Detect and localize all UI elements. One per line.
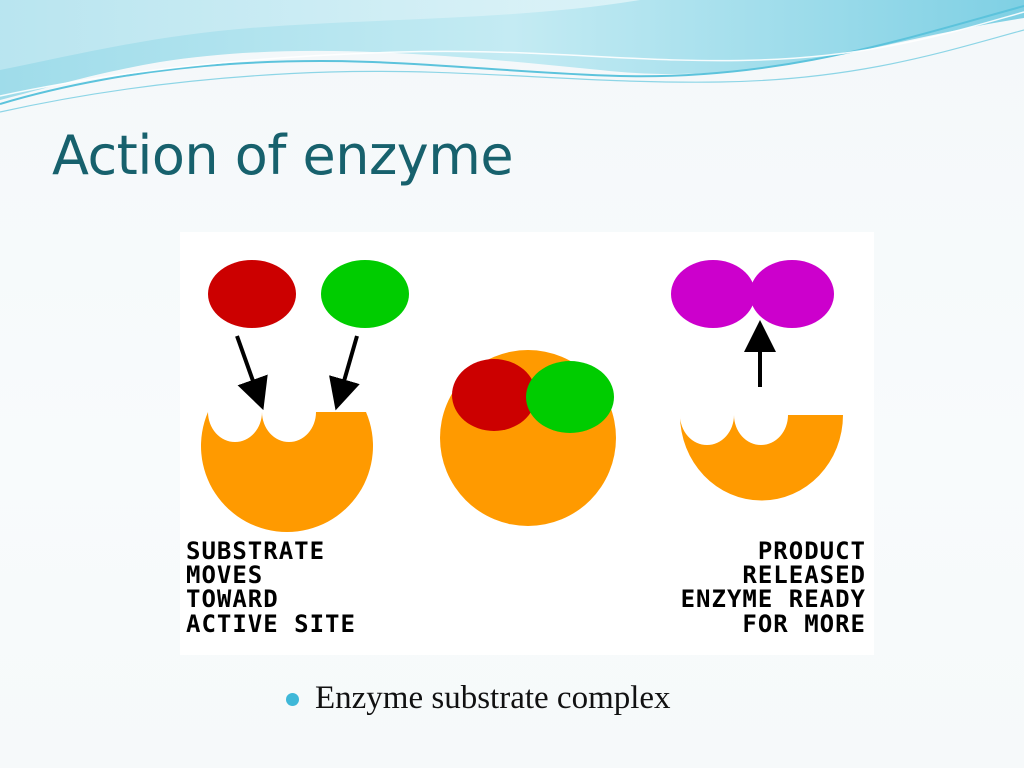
enzyme-action-diagram: SUBSTRATE MOVES TOWARD ACTIVE SITE PRODU… (180, 232, 874, 655)
bullet-text: Enzyme substrate complex (315, 680, 671, 716)
right-caption-line: FOR MORE (742, 610, 866, 638)
arrow-down-left (235, 335, 268, 411)
enzyme-left (201, 412, 373, 532)
arrow-down-right (329, 335, 360, 411)
left-caption: SUBSTRATE MOVES TOWARD ACTIVE SITE (186, 537, 356, 638)
bullet-list: Enzyme substrate complex (286, 680, 671, 717)
complex-substrate-green (526, 361, 614, 433)
left-caption-line: MOVES (186, 561, 263, 589)
product-right-lobe (750, 260, 834, 328)
complex-substrate-red (452, 359, 536, 431)
panel-product-released (671, 260, 843, 501)
left-caption-line: SUBSTRATE (186, 537, 325, 565)
right-caption-line: RELEASED (742, 561, 866, 589)
left-caption-line: TOWARD (186, 585, 279, 613)
bullet-item: Enzyme substrate complex (286, 680, 671, 717)
left-caption-line: ACTIVE SITE (186, 610, 356, 638)
enzyme-right (680, 415, 843, 501)
wave-header-decoration (0, 0, 1024, 113)
bullet-dot-icon (286, 693, 299, 706)
substrate-red (208, 260, 296, 328)
right-caption: PRODUCT RELEASED ENZYME READY FOR MORE (681, 537, 866, 638)
slide-title: Action of enzyme (52, 124, 514, 187)
right-caption-line: ENZYME READY (681, 585, 866, 613)
substrate-green (321, 260, 409, 328)
product-left-lobe (671, 260, 755, 328)
panel-substrate-approach (201, 260, 409, 532)
right-caption-line: PRODUCT (758, 537, 866, 565)
panel-enzyme-substrate-complex (440, 350, 616, 526)
